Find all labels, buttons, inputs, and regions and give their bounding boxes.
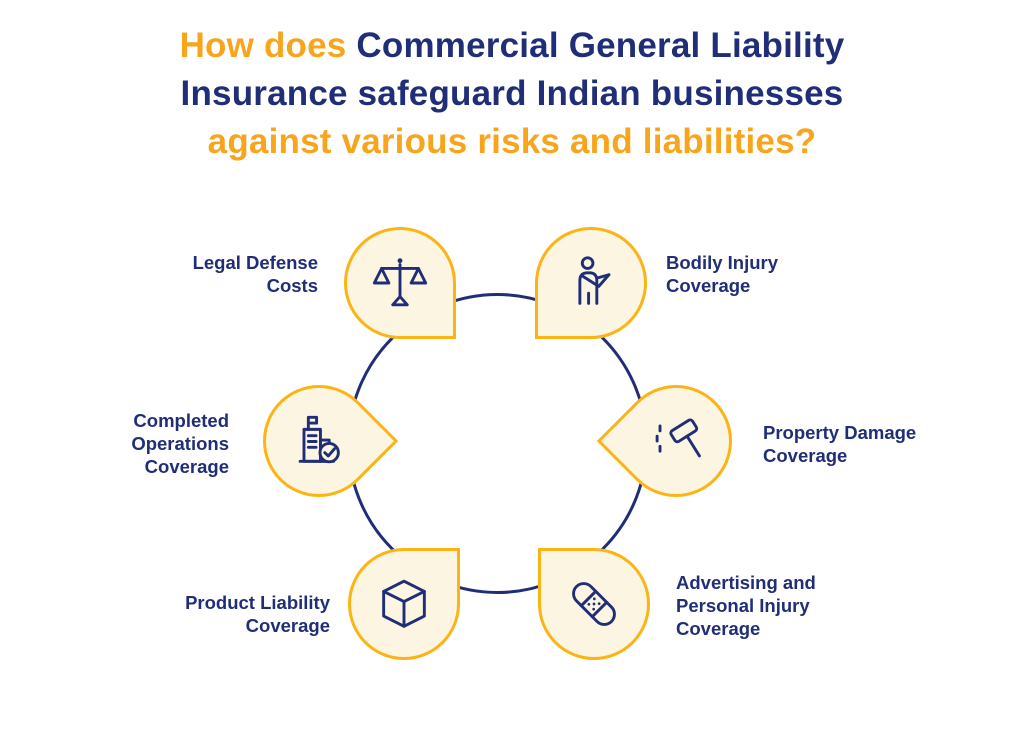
label-product-liability-coverage: Product Liability Coverage [185,592,330,636]
title-line-3: against various risks and liabilities? [207,122,817,161]
label-legal-defense-costs: Legal Defense Costs [192,252,318,296]
label-property-damage-coverage: Property Damage Coverage [763,422,917,466]
node-advertising-personal-injury-coverage [538,548,650,660]
page-title: How does Commercial General Liability In… [0,22,1024,166]
building-check-icon [288,410,350,472]
scales-of-justice-icon [369,252,431,314]
title-line-2: Insurance safeguard Indian businesses [180,74,844,113]
title-line1-highlight: How does [179,26,357,65]
node-legal-defense-costs [344,227,456,339]
node-product-liability-coverage [348,548,460,660]
hammer-icon [645,410,707,472]
injured-person-icon [560,252,622,314]
bandage-icon [563,573,625,635]
title-line-1: How does Commercial General Liability [0,22,1024,70]
label-completed-operations-coverage: Completed Operations Coverage [131,410,229,477]
node-completed-operations-coverage [239,361,399,521]
node-property-damage-coverage [596,361,756,521]
cube-box-icon [373,573,435,635]
label-bodily-injury-coverage: Bodily Injury Coverage [666,252,779,296]
node-bodily-injury-coverage [535,227,647,339]
label-advertising-personal-injury-coverage: Advertising and Personal Injury Coverage [676,572,816,639]
title-line1-main: Commercial General Liability [356,26,845,65]
